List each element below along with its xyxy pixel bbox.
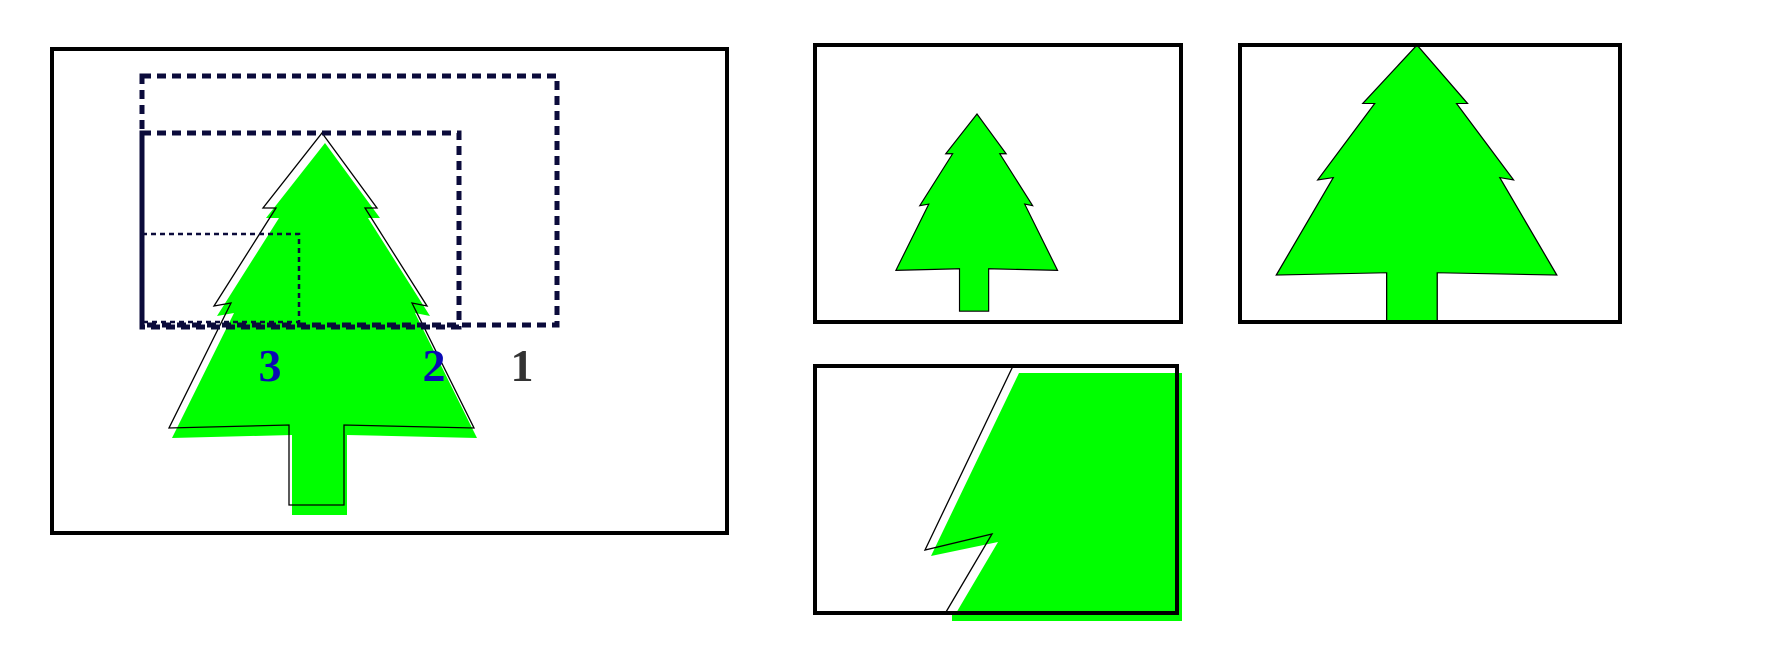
tree-green <box>895 113 1059 312</box>
crop-rect-2 <box>139 130 462 330</box>
crop-rect-3 <box>140 232 301 324</box>
label-2: 2 <box>423 340 446 391</box>
tree-green-region <box>931 373 1177 613</box>
frame <box>813 364 1179 615</box>
crop-view-b <box>1238 43 1622 324</box>
label-1: 1 <box>511 340 534 391</box>
crop-view-a <box>813 43 1183 324</box>
crop-view-c <box>813 364 1182 621</box>
frame <box>1238 43 1622 324</box>
frame <box>813 43 1183 324</box>
main-panel: 3 2 1 <box>50 47 729 535</box>
tree-outline <box>923 366 1014 613</box>
label-3: 3 <box>259 340 282 391</box>
tree-green <box>1275 45 1558 322</box>
